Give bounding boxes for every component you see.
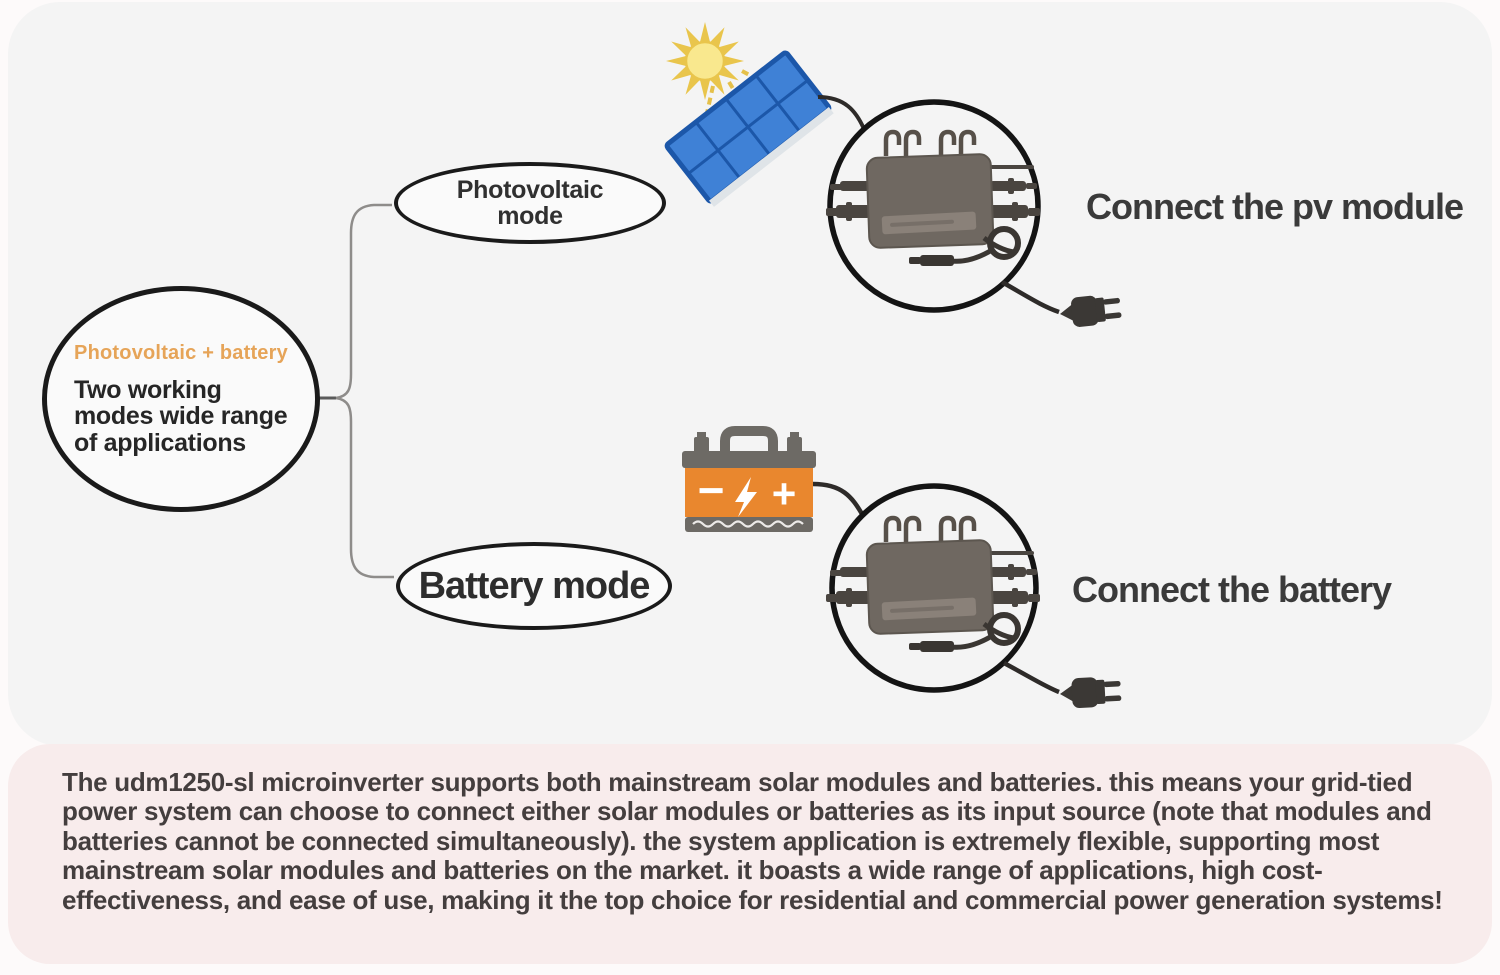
footer-panel <box>8 744 1492 964</box>
pv-mode-node: Photovoltaic mode <box>394 162 666 244</box>
root-node-title: Two working modes wide range of applicat… <box>74 375 288 457</box>
battery-caption: Connect the battery <box>1072 569 1392 610</box>
battery-mode-node: Battery mode <box>396 542 672 630</box>
battery-mode-label: Battery mode <box>418 564 651 607</box>
pv-mode-label: Photovoltaic mode <box>456 176 604 230</box>
pv-caption: Connect the pv module <box>1086 186 1464 227</box>
root-node-ellipse: Photovoltaic + battery Two working modes… <box>42 286 320 512</box>
footer-paragraph: The udm1250-sl microinverter supports bo… <box>62 767 1443 915</box>
root-node-tag: Photovoltaic + battery <box>74 341 288 364</box>
